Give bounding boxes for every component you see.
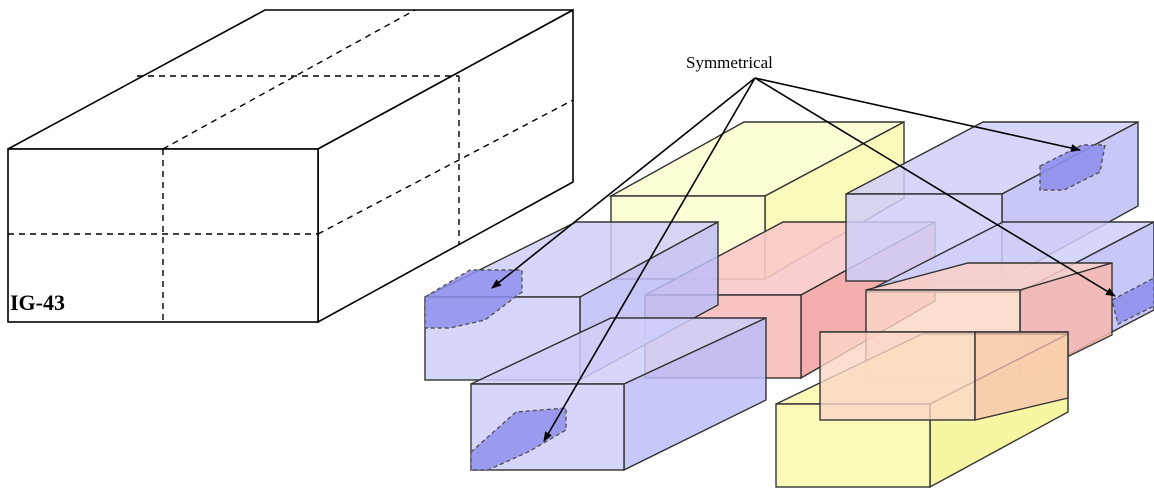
ig43-partition-lines: [8, 9, 574, 322]
blue-left-lower-block: [470, 316, 767, 472]
sub-blocks: [424, 120, 1154, 489]
arrow-icon: [543, 77, 756, 442]
annotation-arrows: [491, 77, 1116, 442]
block-name-label: IG-43: [10, 290, 65, 315]
peach-front-block: [819, 331, 1069, 421]
symmetric-patch-right: [1111, 277, 1154, 326]
symmetric-patch-top-right: [1039, 144, 1106, 191]
arrow-icon: [491, 77, 756, 289]
ig43-block: [7, 8, 574, 324]
arrow-icon: [754, 77, 1081, 152]
arrow-icon: [754, 77, 1116, 297]
symmetrical-label: Symmetrical: [686, 53, 773, 72]
